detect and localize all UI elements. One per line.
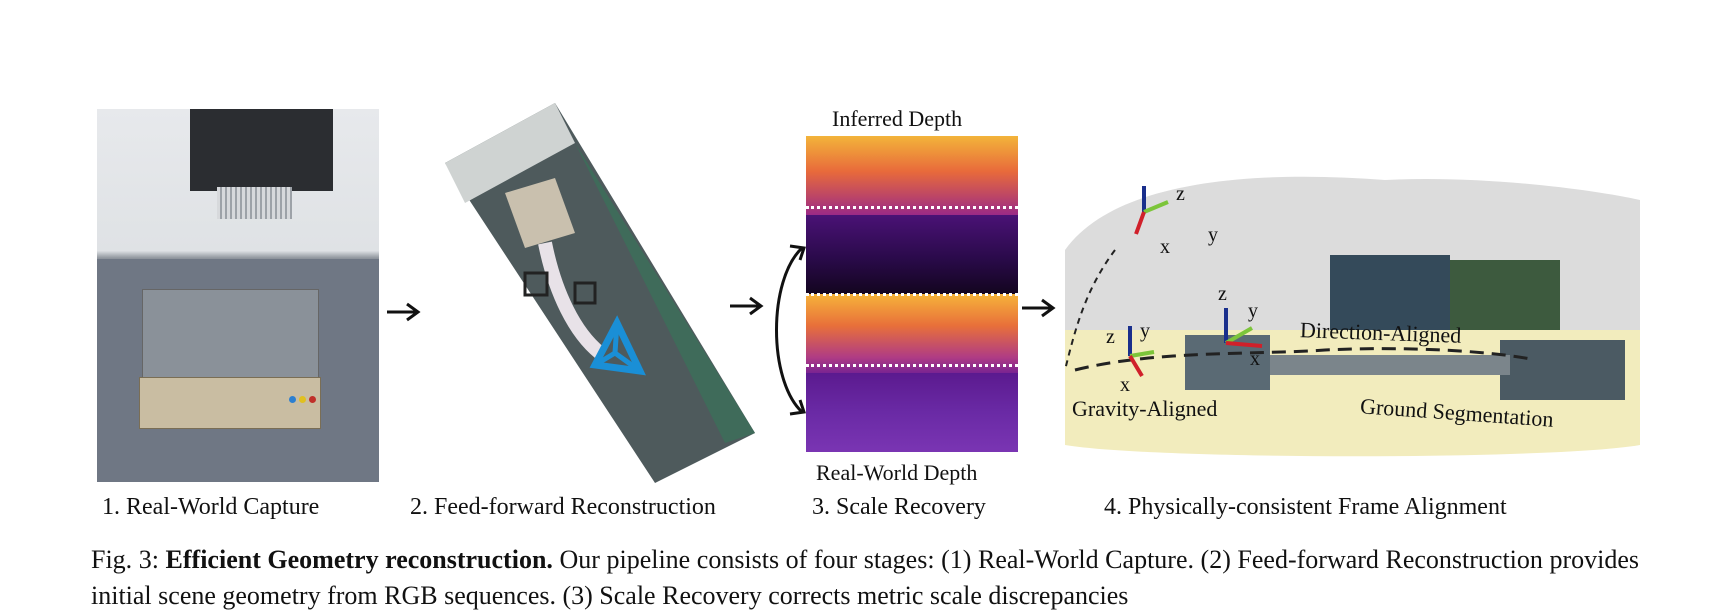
real-world-depth-label: Real-World Depth — [816, 460, 978, 485]
platform-top — [142, 289, 319, 381]
figure-number: Fig. 3: — [91, 545, 159, 574]
curved-arrow-icon — [775, 244, 806, 416]
axis-triad-icon — [1128, 326, 1155, 378]
stage-2-caption: 2. Feed-forward Reconstruction — [410, 494, 716, 520]
figure-title: Efficient Geometry reconstruction. — [165, 545, 553, 574]
reconstruction-pointcloud — [445, 103, 755, 483]
figure-caption-text-line2: Reconstruction provides initial scene ge… — [91, 545, 1639, 610]
inferred-depth-map-detail — [806, 215, 1018, 294]
axis-x-label: x — [1160, 236, 1170, 258]
real-world-depth-map — [806, 294, 1018, 373]
axis-triad-icon — [1224, 308, 1263, 348]
arrow-icon — [387, 302, 421, 322]
divider — [806, 206, 1018, 209]
red-dot — [309, 396, 316, 403]
figure-caption: Fig. 3: Efficient Geometry reconstructio… — [91, 542, 1639, 614]
axis-triad-icon — [1134, 186, 1169, 235]
blue-dot — [289, 396, 296, 403]
gravity-aligned-label: Gravity-Aligned — [1072, 396, 1218, 421]
axis-x-label: x — [1250, 348, 1260, 370]
arrow-icon — [1022, 298, 1056, 318]
stage-3-caption: 3. Scale Recovery — [812, 494, 986, 520]
axis-z-label: z — [1106, 326, 1115, 348]
divider — [806, 293, 1018, 296]
aligned-pointcloud — [1064, 176, 1640, 457]
axis-y-label: y — [1140, 320, 1150, 342]
axis-y-label: y — [1208, 224, 1218, 246]
platform-side — [139, 377, 321, 429]
stage-4-caption: 4. Physically-consistent Frame Alignment — [1104, 494, 1507, 520]
stage-1-caption: 1. Real-World Capture — [102, 494, 320, 520]
yellow-dot — [299, 396, 306, 403]
projection-screen — [190, 109, 333, 191]
arrow-icon — [730, 296, 764, 316]
divider — [806, 364, 1018, 367]
axis-x-label: x — [1120, 374, 1130, 396]
real-world-capture-photo — [97, 109, 379, 482]
inferred-depth-label: Inferred Depth — [832, 106, 963, 131]
axis-z-label: z — [1176, 183, 1185, 205]
axis-y-label: y — [1248, 300, 1258, 322]
radiator — [217, 187, 292, 219]
inferred-depth-map — [806, 136, 1018, 215]
axis-z-label: z — [1218, 283, 1227, 305]
real-world-depth-map-detail — [806, 373, 1018, 452]
figure-caption-text-line1: Our pipeline consists of four stages: (1… — [552, 545, 1379, 574]
camera-icon — [589, 315, 646, 376]
depth-maps — [806, 136, 1018, 453]
